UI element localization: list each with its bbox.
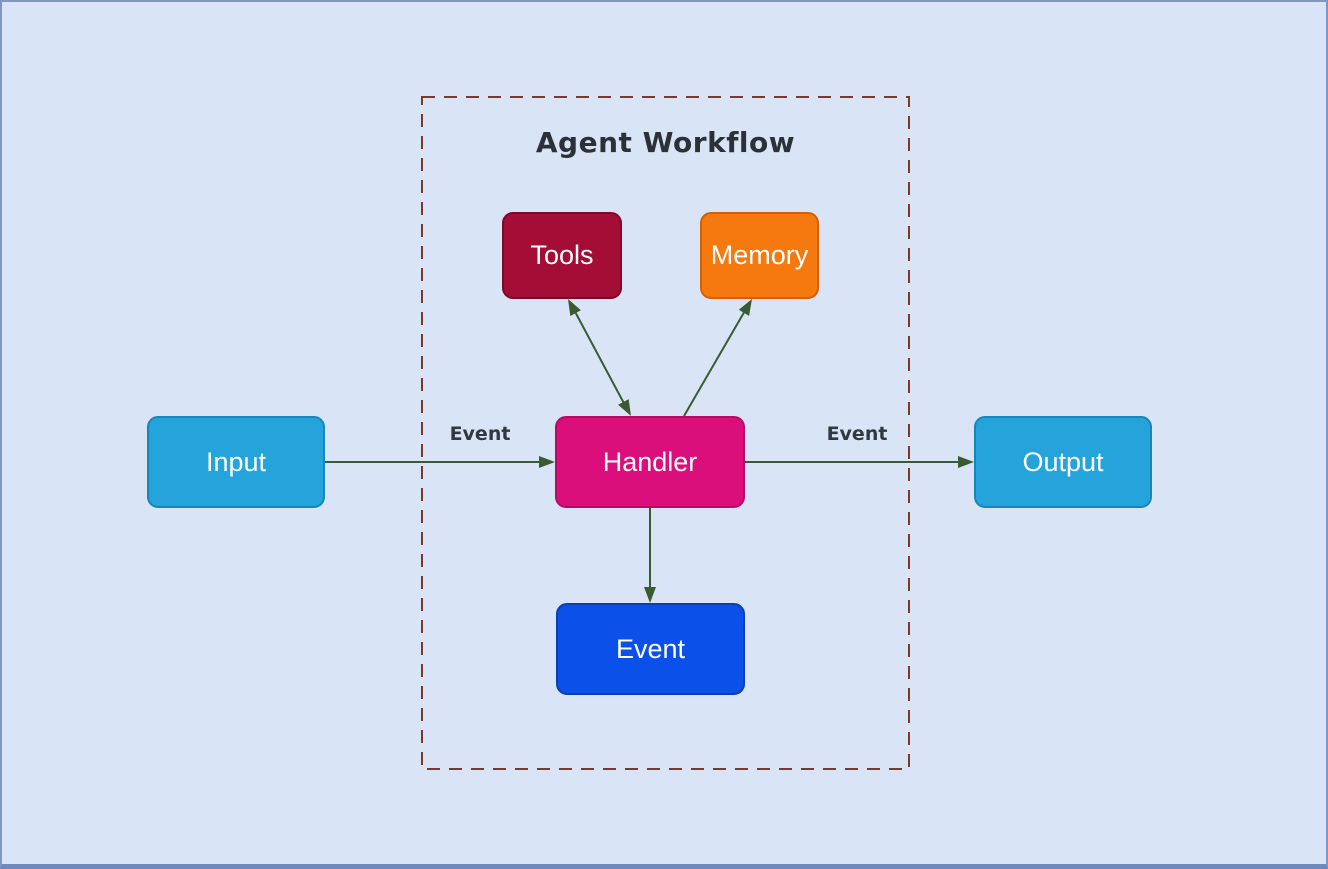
node-tools: Tools [502, 212, 622, 299]
arrowhead-into-tools [568, 299, 581, 316]
node-tools-label: Tools [530, 240, 594, 270]
edge-lines [325, 305, 960, 589]
edge-label-input-handler: Event [449, 423, 511, 445]
node-memory-label: Memory [710, 240, 809, 270]
node-event-label: Event [615, 633, 686, 664]
diagram-title: Agent Workflow [535, 126, 796, 159]
edge-label-handler-output: Event [826, 423, 888, 445]
arrowhead-into-memory [738, 299, 752, 316]
workflow-container-border [421, 96, 910, 770]
edge-handler-memory [683, 308, 747, 417]
edge-tools-handler [571, 305, 628, 410]
node-input-label: Input [205, 446, 267, 477]
node-output-label: Output [1022, 446, 1104, 477]
node-output: Output [974, 416, 1152, 508]
node-event: Event [556, 603, 745, 695]
edge-arrowheads [539, 299, 974, 603]
node-handler-label: Handler [602, 446, 698, 477]
node-handler: Handler [555, 416, 745, 508]
arrowhead-into-handler-top [618, 399, 631, 416]
arrowhead-into-handler-left [539, 456, 555, 468]
node-memory: Memory [700, 212, 819, 299]
arrowhead-into-output [958, 456, 974, 468]
node-input: Input [147, 416, 325, 508]
arrowhead-into-event [644, 587, 656, 603]
